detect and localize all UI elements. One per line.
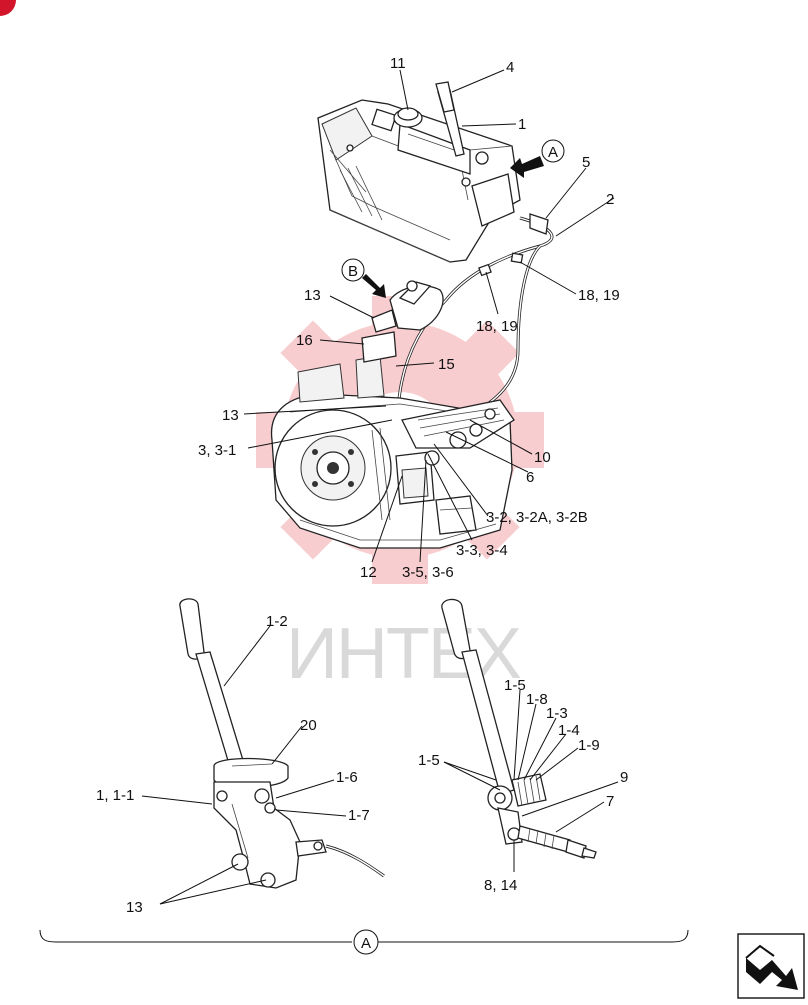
callout-3-3-1: 3, 3-1 <box>198 442 236 459</box>
callout-1-6: 1-6 <box>336 769 358 786</box>
callout-1: 1 <box>518 116 526 133</box>
callout-1-7: 1-7 <box>348 807 370 824</box>
callout-a-top: A <box>548 144 558 161</box>
callout-4: 4 <box>506 59 514 76</box>
callout-1-5-top: 1-5 <box>504 677 526 694</box>
corner-badge <box>0 0 16 16</box>
engine-assembly <box>270 280 515 549</box>
callout-1-1-1: 1, 1-1 <box>96 787 134 804</box>
control-console <box>317 81 521 263</box>
callout-10: 10 <box>534 449 551 466</box>
view-a-marker: A <box>361 935 371 952</box>
callout-11: 11 <box>390 55 406 72</box>
callout-3-2: 3-2, 3-2A, 3-2B <box>486 509 588 526</box>
callout-13-bottom: 13 <box>126 899 143 916</box>
callout-18-19-mid: 18, 19 <box>476 318 518 335</box>
callout-15: 15 <box>438 356 455 373</box>
callout-1-4: 1-4 <box>558 722 580 739</box>
callout-13-mid: 13 <box>222 407 239 424</box>
callout-b: B <box>348 263 358 280</box>
callout-labels: 11 4 1 A 5 2 B 13 18, 19 18, 19 16 15 13… <box>96 55 628 916</box>
view-a-bracket: A <box>39 929 689 955</box>
callout-2: 2 <box>606 191 614 208</box>
callout-20: 20 <box>300 717 317 734</box>
view-arrow-a <box>510 156 544 178</box>
callout-1-8: 1-8 <box>526 691 548 708</box>
leader-lines <box>141 69 619 905</box>
view-arrow-b <box>362 274 386 298</box>
callout-5: 5 <box>582 154 590 171</box>
callout-1-2: 1-2 <box>266 613 288 630</box>
lever-assembly-left <box>179 598 385 889</box>
watermark-text: ИНТЕХ <box>286 614 521 694</box>
callout-8-14: 8, 14 <box>484 877 517 894</box>
callout-7: 7 <box>606 793 614 810</box>
callout-9: 9 <box>620 769 628 786</box>
callout-1-5-left: 1-5 <box>418 752 440 769</box>
callout-6: 6 <box>526 469 534 486</box>
callout-1-9: 1-9 <box>578 737 600 754</box>
callout-16: 16 <box>296 332 313 349</box>
callout-1-3: 1-3 <box>546 705 568 722</box>
lever-assembly-right <box>441 598 597 859</box>
callout-12: 12 <box>360 564 377 581</box>
callout-13-top: 13 <box>304 287 321 304</box>
callout-3-3: 3-3, 3-4 <box>456 542 508 559</box>
next-page-arrow-icon[interactable] <box>737 933 805 999</box>
callout-18-19-right: 18, 19 <box>578 287 620 304</box>
callout-3-5: 3-5, 3-6 <box>402 564 454 581</box>
